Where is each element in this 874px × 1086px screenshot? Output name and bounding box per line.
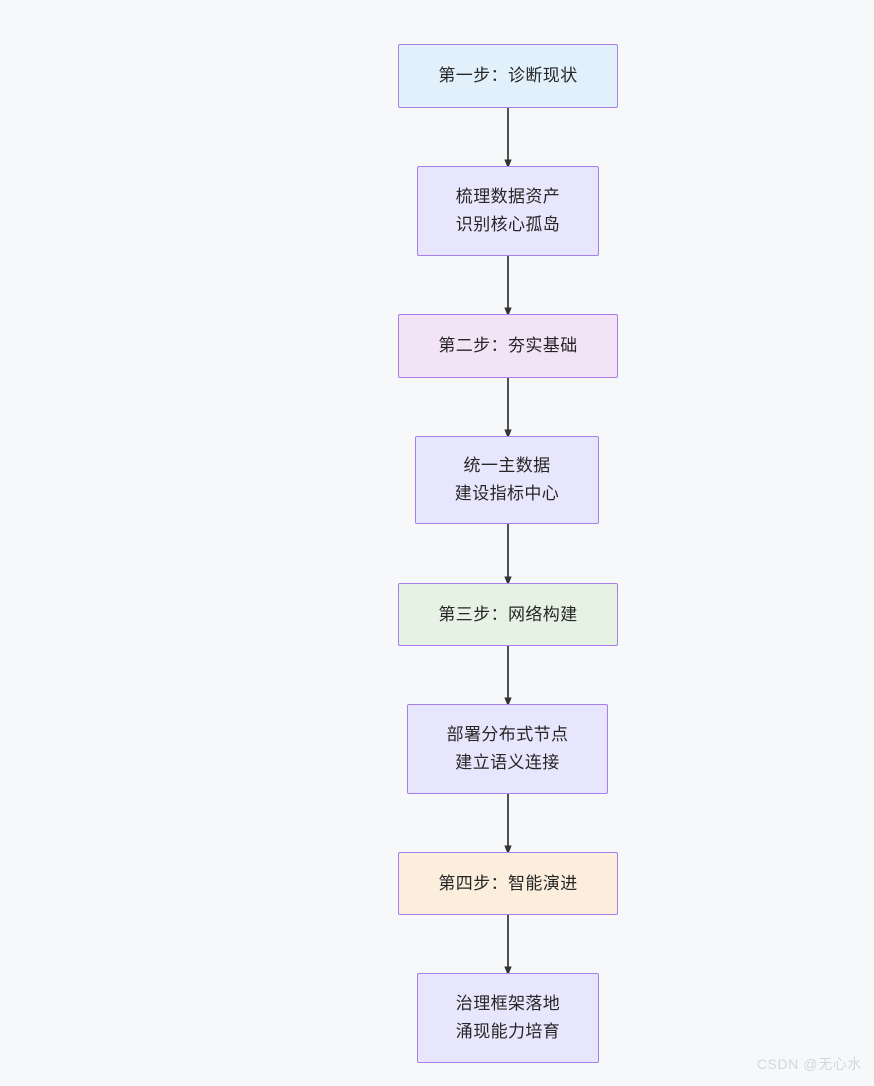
flow-node-step1-detail[interactable]: 梳理数据资产识别核心孤岛 <box>417 166 599 256</box>
flow-node-label: 涌现能力培育 <box>455 1022 561 1041</box>
flow-node-label: 统一主数据 <box>463 456 551 476</box>
flow-node-label: 第三步：网络构建 <box>438 604 578 624</box>
flow-node-step2-detail[interactable]: 统一主数据建设指标中心 <box>415 436 599 524</box>
flow-node-label: 识别核心孤岛 <box>455 215 561 234</box>
flow-node-label: 第二步：夯实基础 <box>438 336 578 356</box>
flow-node-step1[interactable]: 第一步：诊断现状 <box>398 44 618 108</box>
flow-node-label: 部署分布式节点 <box>446 725 569 745</box>
flow-node-step3-detail[interactable]: 部署分布式节点建立语义连接 <box>407 704 608 794</box>
flow-node-step4[interactable]: 第四步：智能演进 <box>398 852 618 915</box>
flow-node-step4-detail[interactable]: 治理框架落地涌现能力培育 <box>417 973 599 1063</box>
csdn-watermark: CSDN @无心水 <box>756 1056 862 1072</box>
flow-node-label: 建立语义连接 <box>455 753 560 772</box>
flow-node-label: 梳理数据资产 <box>455 187 561 207</box>
flow-node-label: 建设指标中心 <box>454 484 560 503</box>
flow-node-label: 治理框架落地 <box>455 994 561 1014</box>
flow-node-step3[interactable]: 第三步：网络构建 <box>398 583 618 646</box>
flow-node-label: 第四步：智能演进 <box>438 873 578 893</box>
flow-node-step2[interactable]: 第二步：夯实基础 <box>398 314 618 378</box>
flow-node-label: 第一步：诊断现状 <box>438 66 578 86</box>
